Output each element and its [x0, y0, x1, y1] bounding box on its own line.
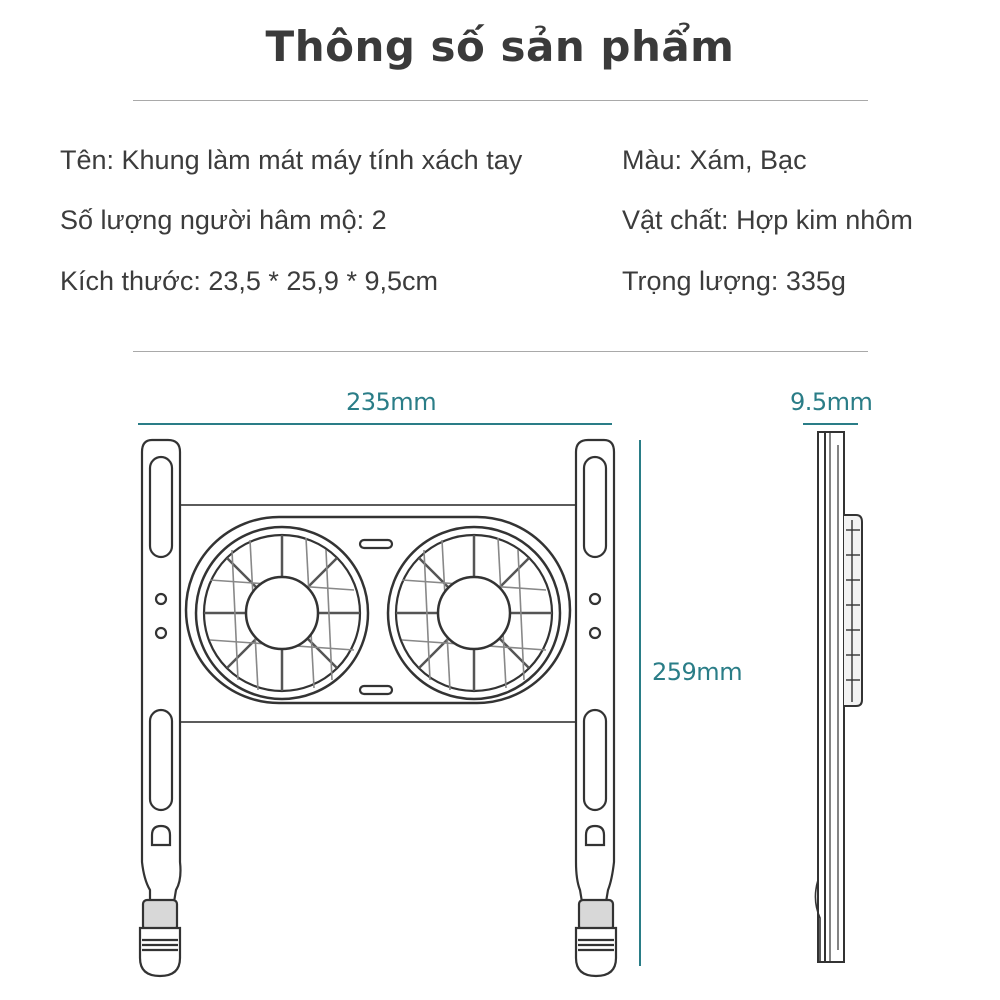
top-divider — [133, 100, 868, 101]
depth-dimension-label: 9.5mm — [790, 388, 873, 416]
bottom-divider — [133, 351, 868, 352]
spec-fan-count: Số lượng người hâm mộ: 2 — [60, 205, 387, 235]
spec-dimensions: Kích thước: 23,5 * 25,9 * 9,5cm — [60, 266, 438, 296]
spec-weight: Trọng lượng: 335g — [622, 266, 846, 296]
page-title: Thông số sản phẩm — [265, 22, 735, 71]
spec-name: Tên: Khung làm mát máy tính xách tay — [60, 145, 523, 175]
left-leg — [138, 438, 182, 978]
height-dimension-label: 259mm — [652, 658, 743, 686]
side-view — [814, 431, 863, 963]
right-fan-icon — [386, 525, 562, 701]
crossbar — [179, 504, 577, 723]
right-leg — [574, 438, 618, 978]
width-dimension-label: 235mm — [346, 388, 437, 416]
front-view — [138, 438, 618, 978]
left-fan-icon — [194, 525, 370, 701]
spec-color: Màu: Xám, Bạc — [622, 145, 807, 175]
spec-material: Vật chất: Hợp kim nhôm — [622, 205, 913, 235]
